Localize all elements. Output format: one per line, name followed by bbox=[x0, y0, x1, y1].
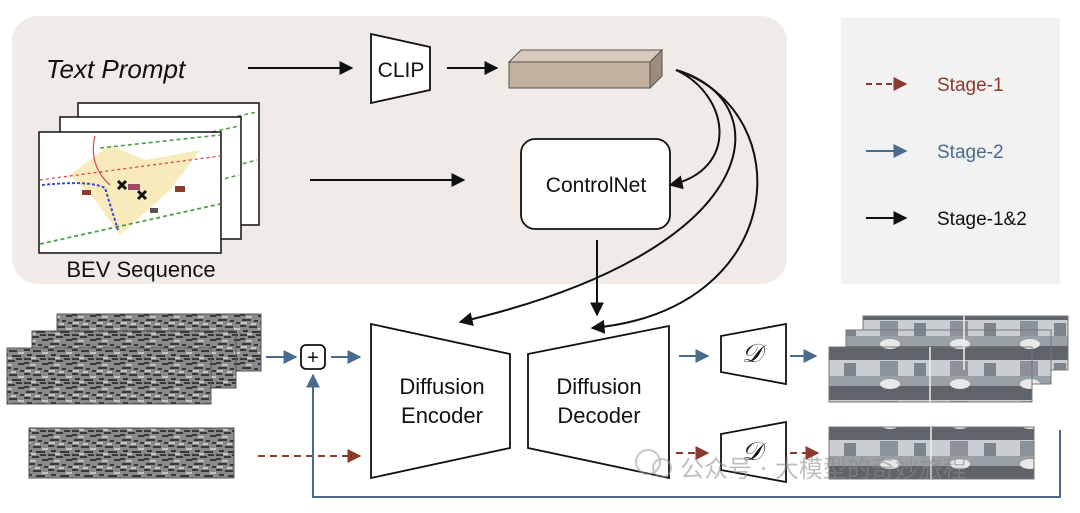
encoder-label-line-1: Diffusion bbox=[399, 374, 484, 399]
noise-latent-stack bbox=[6, 313, 262, 405]
decoder-label-line-1: Diffusion bbox=[556, 374, 641, 399]
clip-encoder bbox=[370, 32, 431, 105]
watermark: 公众号 · 大模型的奇妙旅程 bbox=[635, 449, 967, 483]
add-operator-symbol: + bbox=[307, 347, 319, 369]
arrow-embedding-to-controlnet bbox=[668, 69, 721, 190]
diffusion-encoder bbox=[370, 322, 511, 480]
legend-item-stage-2: Stage-2 bbox=[866, 142, 1004, 163]
arrow-embedding-to-decoder bbox=[590, 69, 759, 334]
encoder-label-line-2: Encoder bbox=[401, 403, 483, 428]
legend-label-stage-1-2: Stage-1&2 bbox=[937, 209, 1027, 230]
legend-item-stage-1-2: Stage-1&2 bbox=[866, 209, 1027, 230]
controlnet-label: ControlNet bbox=[546, 174, 647, 197]
clip-label: CLIP bbox=[378, 59, 425, 82]
feedback-loop-arrow bbox=[306, 373, 1061, 498]
bev-sequence-stack bbox=[38, 102, 260, 254]
add-operator bbox=[300, 344, 326, 370]
legend-label-stage-2: Stage-2 bbox=[937, 142, 1004, 163]
diffusion-decoder bbox=[527, 324, 670, 480]
bev-sequence-label: BEV Sequence bbox=[66, 257, 215, 282]
decoder-label-line-2: Decoder bbox=[557, 403, 640, 428]
vae-decoder-stage1 bbox=[720, 420, 787, 484]
text-embedding-block bbox=[507, 48, 664, 90]
watermark-text: 公众号 · 大模型的奇妙旅程 bbox=[680, 455, 967, 483]
vae-decoder-stage2 bbox=[720, 322, 787, 386]
legend-item-stage-1: Stage-1 bbox=[866, 75, 1004, 96]
output-video-single bbox=[828, 426, 1035, 480]
noise-latent-single bbox=[28, 427, 235, 479]
legend-label-stage-1: Stage-1 bbox=[937, 75, 1004, 96]
output-video-stack bbox=[828, 315, 1069, 403]
text-prompt-label: Text Prompt bbox=[46, 54, 187, 84]
